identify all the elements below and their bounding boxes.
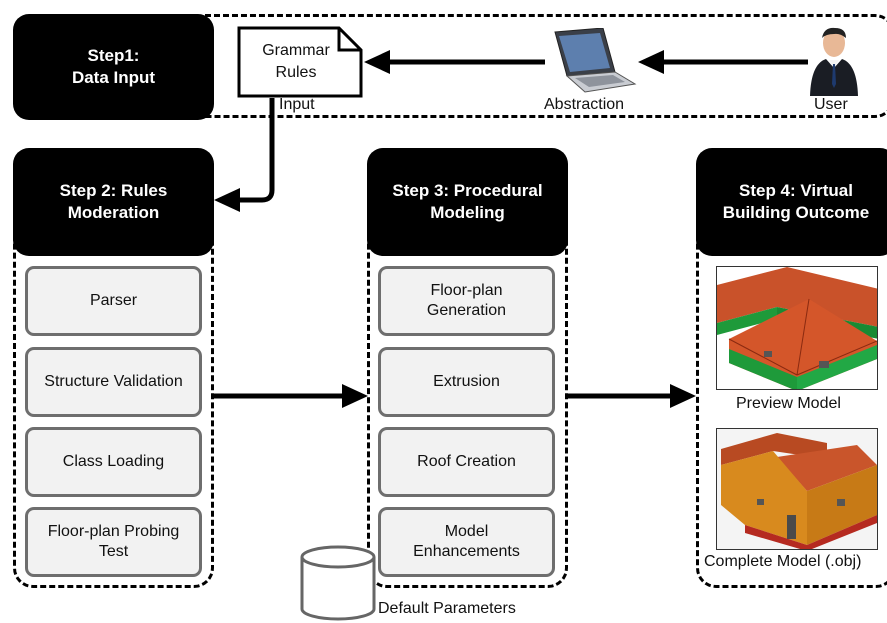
step1-title: Step1: Data Input <box>71 46 156 87</box>
step4-header: Step 4: Virtual Building Outcome <box>696 148 887 256</box>
arrowhead-user-to-laptop <box>638 50 664 74</box>
step3-title: Step 3: Procedural Modeling <box>392 181 543 222</box>
user-icon <box>810 27 858 96</box>
arrowhead-laptop-to-document <box>364 50 390 74</box>
laptop-icon <box>554 28 637 93</box>
step2-dashed-frame <box>13 240 214 588</box>
step2-item-floorplan-probing-test: Floor-plan Probing Test <box>25 507 202 577</box>
arrowhead-step3-to-step4 <box>670 384 696 408</box>
database-icon <box>300 545 376 621</box>
step2-item-class-loading: Class Loading <box>25 427 202 497</box>
step2-title: Step 2: Rules Moderation <box>59 181 168 222</box>
preview-model-image <box>716 266 878 390</box>
step4-title: Step 4: Virtual Building Outcome <box>722 181 870 222</box>
arrowhead-step2-to-step3 <box>342 384 368 408</box>
grammar-rules-label: Grammar Rules <box>262 42 330 81</box>
step3-item-floorplan-generation: Floor-plan Generation <box>378 266 555 336</box>
user-caption: User <box>814 96 848 113</box>
complete-model-caption: Complete Model (.obj) <box>704 553 862 570</box>
step2-item-parser: Parser <box>25 266 202 336</box>
default-parameters-caption: Default Parameters <box>378 600 516 617</box>
abstraction-caption: Abstraction <box>544 96 625 113</box>
step3-item-model-enhancements: Model Enhancements <box>378 507 555 577</box>
step1-dashed-frame <box>205 14 887 118</box>
arrow-document-to-step2 <box>236 98 275 203</box>
step3-dashed-frame <box>367 240 568 588</box>
grammar-rules-document-icon <box>237 26 363 98</box>
input-caption: Input <box>279 96 315 113</box>
step4-dashed-frame <box>696 240 887 588</box>
complete-model-image <box>716 428 878 550</box>
step1-header: Step1: Data Input <box>13 14 214 120</box>
arrowhead-document-to-step2 <box>214 188 240 212</box>
step3-item-extrusion: Extrusion <box>378 347 555 417</box>
step3-header: Step 3: Procedural Modeling <box>367 148 568 256</box>
step3-item-roof-creation: Roof Creation <box>378 427 555 497</box>
step2-header: Step 2: Rules Moderation <box>13 148 214 256</box>
step2-item-structure-validation: Structure Validation <box>25 347 202 417</box>
preview-model-caption: Preview Model <box>736 395 841 412</box>
